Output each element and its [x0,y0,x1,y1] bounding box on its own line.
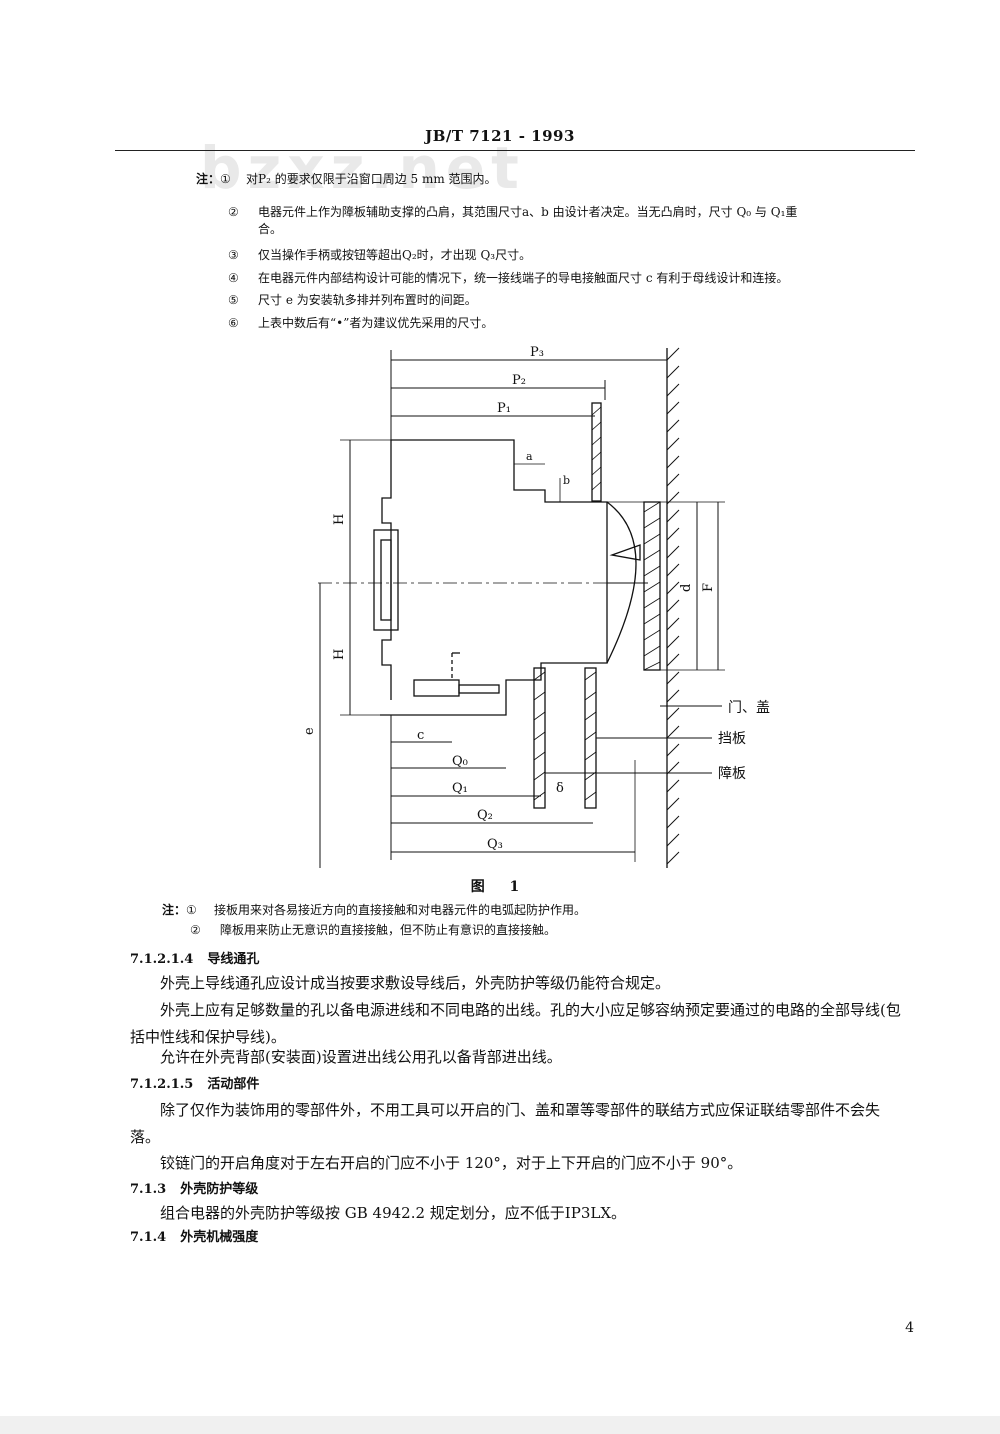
note-text: 上表中数后有“•”者为建议优先采用的尺寸。 [258,316,494,330]
terminal-body [413,679,460,697]
section-title: 导线通孔 [207,952,260,967]
handle-piece [609,544,641,561]
note-number: ② [190,923,201,937]
note-number: ⑤ [228,293,239,307]
paragraph: 外壳上应有足够数量的孔以备电源进线和不同电路的出线。孔的大小应足够容纳预定要通过… [130,1001,901,1046]
note-text: 电器元件上作为障板辅助支撑的凸肩，其范围尺寸a、b 由设计者决定。当无凸肩时，尺… [258,205,798,219]
label-F: F [701,583,716,592]
section-number: 7.1.4 [130,1230,167,1245]
label-c: c [417,728,424,743]
label-b: b [563,474,570,487]
door-hatching [643,501,661,671]
label-Q0: Q₀ [452,754,468,769]
label-Q3: Q₃ [487,837,503,852]
figure-caption: 图 1 [470,879,530,895]
label-baffle: 挡板 [718,731,746,747]
label-d: d [679,584,694,592]
figure-1: P₃ P₂ P₁ a b H H d F e c Q₀ Q₁ Q₂ Q₃ δ 门… [290,340,790,880]
header-rule [115,150,915,151]
note-row: ⑤ 尺寸 e 为安装轨多排并列布置时的间距。 [228,294,477,306]
note-text: 合。 [258,222,283,236]
paragraph: 铰链门的开启角度对于左右开启的门应不小于 120°，对于上下开启的门应不小于 9… [160,1154,743,1172]
note-row: ② 电器元件上作为障板辅助支撑的凸肩，其范围尺寸a、b 由设计者决定。当无凸肩时，… [228,206,797,218]
note-label: 注： [196,172,221,186]
note-row: ③ 仅当操作手柄或按钮等超出Q₂时，才出现 Q₃尺寸。 [228,249,531,261]
paragraph: 允许在外壳背部(安装面)设置进出线公用孔以备背部进出线。 [160,1048,562,1066]
note-row: 合。 [258,223,282,235]
note-number: ① [220,172,231,186]
section-number: 7.1.2.1.5 [130,1077,194,1092]
section-heading: 7.1.4 外壳机械强度 [130,1226,258,1245]
paragraph: 组合电器的外壳防护等级按 GB 4942.2 规定划分，应不低于IP3LX。 [160,1204,626,1222]
note-text: 尺寸 e 为安装轨多排并列布置时的间距。 [258,293,477,307]
note-row: 注：① 对P₂ 的要求仅限于沿窗口周边 5 mm 范围内。 [196,173,497,185]
note-number: ② [228,205,239,219]
viewer-bottom-bar [0,1416,1000,1434]
paragraph: 除了仅作为装饰用的零部件外，不用工具可以开启的门、盖和罩等零部件的联结方式应保证… [130,1101,881,1146]
mounting-rail [373,529,399,631]
label-P1: P₁ [497,401,511,416]
baffle-plate [584,667,597,809]
door-panel [643,501,661,671]
label-a: a [526,450,533,463]
note-row: ④ 在电器元件内部结构设计可能的情况下，统一接线端子的导电接触面尺寸 c 有利于母… [228,272,788,284]
terminal-screw [458,684,500,694]
section-heading: 7.1.2.1.4 导线通孔 [130,948,259,967]
note-text: 障板用来防止无意识的直接接触，但不防止有意识的直接接触。 [220,923,557,937]
label-H-lower: H [332,649,347,660]
note-number: ⑥ [228,316,239,330]
barrier-plate [533,667,546,809]
note-row: ② 障板用来防止无意识的直接接触，但不防止有意识的直接接触。 [190,921,556,938]
section-heading: 7.1.3 外壳防护等级 [130,1178,258,1197]
note-label: 注： [162,903,187,917]
section-title: 活动部件 [207,1077,260,1092]
label-H-upper: H [332,514,347,525]
note-text: 接板用来对各易接近方向的直接接触和对电器元件的电弧起防护作用。 [214,903,587,917]
label-e: e [302,727,317,735]
section-number: 7.1.2.1.4 [130,952,194,967]
label-door: 门、盖 [728,700,770,716]
note-row: ⑥ 上表中数后有“•”者为建议优先采用的尺寸。 [228,317,493,329]
section-heading: 7.1.2.1.5 活动部件 [130,1073,259,1092]
label-Q2: Q₂ [477,808,493,823]
label-P3: P₃ [530,345,544,360]
label-delta: δ [556,781,564,796]
label-P2: P₂ [512,373,526,388]
wall-hatching [666,347,680,865]
section-title: 外壳防护等级 [180,1182,259,1197]
component-outline [380,439,608,716]
page-header-title: JB/T 7121 - 1993 [425,127,575,145]
section-title: 外壳机械强度 [180,1230,259,1245]
note-number: ③ [228,248,239,262]
note-row: 注：① 接板用来对各易接近方向的直接接触和对电器元件的电弧起防护作用。 [162,901,586,918]
note-text: 对P₂ 的要求仅限于沿窗口周边 5 mm 范围内。 [246,172,497,186]
label-barrier: 障板 [718,766,746,782]
handle-arc [606,501,637,664]
label-Q1: Q₁ [452,781,468,796]
page-number: 4 [905,1320,914,1336]
paragraph: 外壳上导线通孔应设计成当按要求敷设导线后，外壳防护等级仍能符合规定。 [160,974,671,992]
section-number: 7.1.3 [130,1182,167,1197]
note-text: 在电器元件内部结构设计可能的情况下，统一接线端子的导电接触面尺寸 c 有利于母线… [258,271,789,285]
note-text: 仅当操作手柄或按钮等超出Q₂时，才出现 Q₃尺寸。 [258,248,532,262]
note-number: ① [186,903,197,917]
note-number: ④ [228,271,239,285]
watermark: bzxz.net [200,134,525,202]
figure-drawing: P₃ P₂ P₁ a b H H d F e c Q₀ Q₁ Q₂ Q₃ δ 门… [302,345,770,868]
rail-inner [380,539,392,621]
